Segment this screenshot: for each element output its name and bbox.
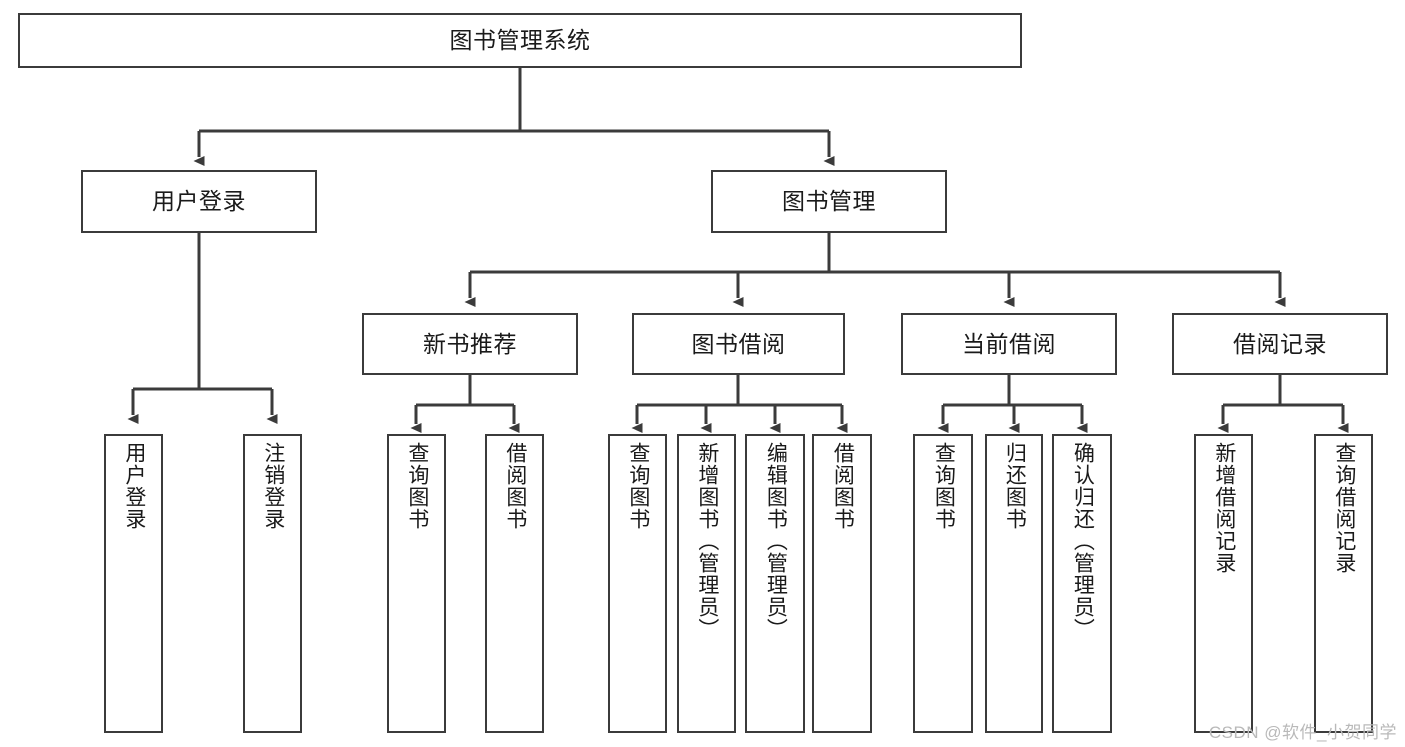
leaf-borrow-add-book[interactable]: 新增图书（管理员） [677,434,736,733]
leaf-recommend-query-book[interactable]: 查询图书 [387,434,446,733]
node-label: 当前借阅 [962,330,1056,357]
leaf-current-return-book[interactable]: 归还图书 [985,434,1043,733]
node-label: 图书借阅 [691,330,786,357]
node-label: 借阅图书 [503,442,527,530]
node-label: 注销登录 [261,442,285,530]
node-current-borrow[interactable]: 当前借阅 [901,313,1117,375]
node-label: 用户登录 [152,188,246,215]
node-book-borrow[interactable]: 图书借阅 [632,313,845,375]
leaf-record-add-record[interactable]: 新增借阅记录 [1194,434,1253,733]
watermark-text: CSDN @软件_小贺同学 [1208,723,1397,742]
node-label: 借阅记录 [1233,330,1327,357]
node-label: 新增借阅记录 [1212,442,1236,574]
leaf-recommend-borrow-book[interactable]: 借阅图书 [485,434,544,733]
leaf-user-login-signout[interactable]: 注销登录 [243,434,302,733]
node-label: 用户登录 [122,442,146,530]
leaf-borrow-borrow-book[interactable]: 借阅图书 [812,434,872,733]
leaf-record-query-record[interactable]: 查询借阅记录 [1314,434,1373,733]
node-root-system[interactable]: 图书管理系统 [18,13,1022,68]
node-label: 归还图书 [1003,442,1027,530]
leaf-current-query-book[interactable]: 查询图书 [913,434,973,733]
node-label: 图书管理 [782,188,876,215]
node-label: 新书推荐 [423,330,517,357]
leaf-user-login-signin[interactable]: 用户登录 [104,434,163,733]
node-label: 编辑图书（管理员） [764,442,788,640]
node-label: 查询图书 [405,442,429,530]
node-label: 借阅图书 [831,442,855,530]
node-borrow-record[interactable]: 借阅记录 [1172,313,1388,375]
leaf-current-confirm-return[interactable]: 确认归还（管理员） [1052,434,1112,733]
node-label: 图书管理系统 [449,27,591,54]
node-label: 确认归还（管理员） [1071,442,1095,640]
node-label: 查询图书 [626,442,650,530]
node-label: 查询图书 [932,442,956,530]
node-new-book-recommend[interactable]: 新书推荐 [362,313,578,375]
node-book-management[interactable]: 图书管理 [711,170,947,233]
leaf-borrow-query-book[interactable]: 查询图书 [608,434,667,733]
node-label: 查询借阅记录 [1332,442,1356,574]
node-user-login[interactable]: 用户登录 [81,170,317,233]
leaf-borrow-edit-book[interactable]: 编辑图书（管理员） [745,434,805,733]
node-label: 新增图书（管理员） [695,442,719,640]
